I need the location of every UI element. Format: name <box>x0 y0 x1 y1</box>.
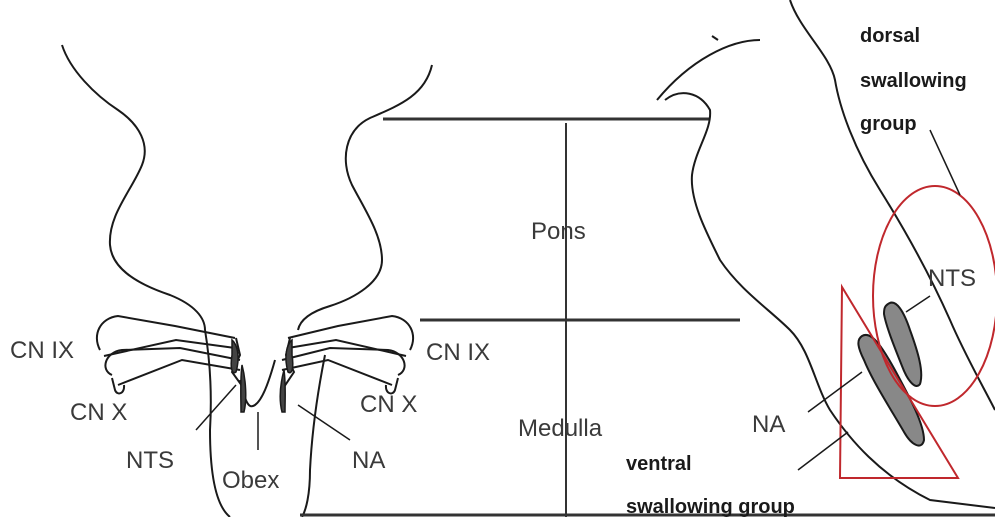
cn-x-label-right: CN X <box>360 391 417 418</box>
cranial-nerve-roots-left <box>97 316 245 393</box>
cn-ix-label-left: CN IX <box>10 337 74 364</box>
dorsal-group-label-line1: dorsal <box>860 25 920 47</box>
ventral-group-label-line2: swallowing group <box>626 496 795 517</box>
cranial-nerve-roots-right <box>282 316 413 393</box>
pointer-lines-left <box>196 385 350 450</box>
na-label-right: NA <box>752 411 785 438</box>
cn-x-label-left: CN X <box>70 399 127 426</box>
nts-label-right: NTS <box>928 265 976 292</box>
pointer-lines-right <box>798 130 960 470</box>
nts-label-left: NTS <box>126 447 174 474</box>
dorsal-group-label-line3: group <box>860 113 917 135</box>
ventral-group-label-line1: ventral <box>626 453 692 475</box>
dorsal-group-label-line2: swallowing <box>860 70 967 92</box>
obex-label: Obex <box>222 467 279 494</box>
medulla-label: Medulla <box>518 415 603 442</box>
pons-label: Pons <box>531 218 586 245</box>
cn-ix-label-right: CN IX <box>426 339 490 366</box>
na-label-left: NA <box>352 447 385 474</box>
